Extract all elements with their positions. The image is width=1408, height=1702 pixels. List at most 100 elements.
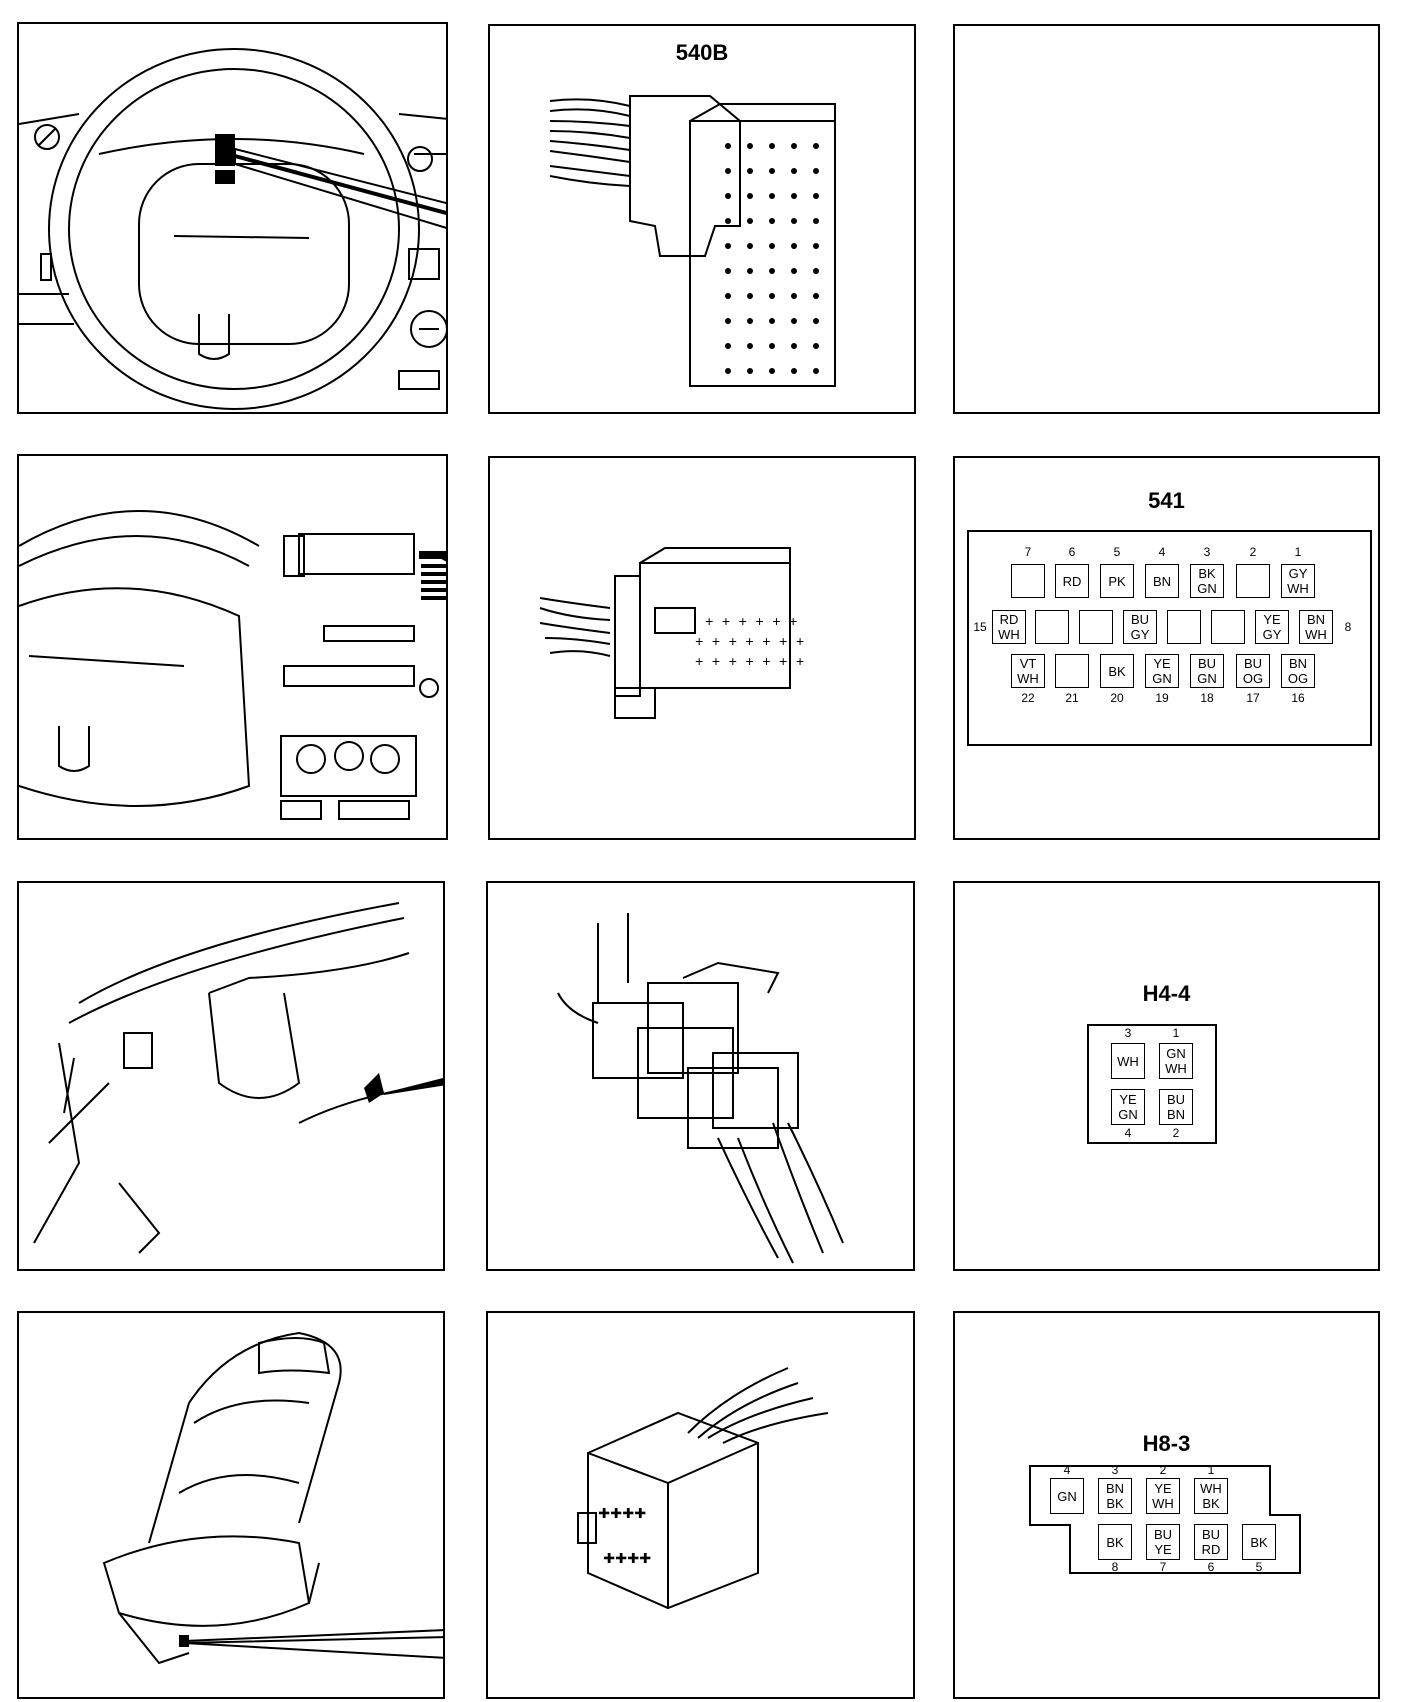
- connector-view-4pin: [486, 881, 915, 1271]
- wire-color: GN: [1166, 1046, 1186, 1061]
- wire-color: BN: [1306, 612, 1326, 627]
- svg-text:+ + + + + + +: + + + + + + +: [695, 635, 804, 651]
- wire-color: BK: [1250, 1534, 1268, 1550]
- wire-color: GN: [1197, 671, 1217, 686]
- location-view-dashboard: [17, 454, 448, 840]
- wire-color: YE: [1119, 1092, 1137, 1107]
- pinout-label: H4-4: [1142, 981, 1191, 1006]
- location-view-cabin-floor: [17, 881, 445, 1271]
- wire-color: YE: [1153, 656, 1171, 671]
- wire-color: OG: [1287, 671, 1309, 686]
- wire-color: YE: [1154, 1542, 1172, 1557]
- pin-13: [1079, 610, 1113, 644]
- pin-2: [1236, 564, 1270, 598]
- pin-number: 17: [1246, 691, 1260, 705]
- connector-label: 540B: [675, 40, 729, 65]
- pin-3: WH: [1111, 1043, 1145, 1079]
- connector-view-22pin: + + + + + + + + + + + + + + + + + + + +: [488, 456, 916, 840]
- svg-text:+ + + + + + +: + + + + + + +: [695, 655, 804, 671]
- wire-color: RD: [1062, 573, 1082, 589]
- wire-color: BK: [1106, 1496, 1124, 1511]
- wire-color: WH: [1117, 1053, 1139, 1069]
- pin-number: 5: [1255, 1560, 1263, 1574]
- wire-color: GY: [1288, 566, 1308, 581]
- pin-number: 1: [1207, 1463, 1215, 1477]
- wire-color: YE: [1154, 1481, 1172, 1496]
- pin-number: 1: [1294, 545, 1302, 559]
- wire-color: WH: [1305, 627, 1327, 642]
- pinout-view-empty: [953, 24, 1380, 414]
- pinout-label: 541: [1148, 488, 1185, 513]
- svg-text:✚✚✚✚: ✚✚✚✚: [603, 1547, 651, 1570]
- wire-color: GN: [1057, 1488, 1077, 1504]
- wire-color: VT: [1019, 656, 1037, 671]
- wire-color: BU: [1166, 1092, 1186, 1107]
- wire-color: BU: [1197, 656, 1217, 671]
- wire-color: OG: [1242, 671, 1264, 686]
- dashboard-illustration: [19, 510, 446, 820]
- pin-number: 8: [1344, 620, 1352, 634]
- wire-color: PK: [1108, 573, 1126, 589]
- wire-color: BN: [1105, 1481, 1125, 1496]
- steering-wheel-illustration: [19, 48, 446, 410]
- pin-number: 3: [1124, 1026, 1132, 1040]
- pin-number: 15: [973, 620, 987, 634]
- pin-4: GN: [1050, 1478, 1084, 1514]
- pin-6: RD: [1055, 564, 1089, 598]
- pin-number: 4: [1124, 1126, 1132, 1140]
- wire-color: GY: [1262, 627, 1282, 642]
- pin-number: 2: [1159, 1463, 1167, 1477]
- connector-view-8pin: ✚✚✚✚ ✚✚✚✚: [486, 1311, 915, 1699]
- pin-number: 2: [1249, 545, 1257, 559]
- pin-number: 4: [1063, 1463, 1071, 1477]
- cabin-floor-illustration: [33, 902, 443, 1254]
- wire-color: YE: [1263, 612, 1281, 627]
- pin-number: 5: [1113, 545, 1121, 559]
- wire-color: BU: [1201, 1527, 1221, 1542]
- pin-10: [1211, 610, 1245, 644]
- location-view-seat: [17, 1311, 445, 1699]
- wire-color: GN: [1197, 581, 1217, 596]
- pin-number: 3: [1111, 1463, 1119, 1477]
- wire-color: BU: [1153, 1527, 1173, 1542]
- wire-color: WH: [1165, 1061, 1187, 1076]
- pin-number: 6: [1207, 1560, 1215, 1574]
- wire-color: WH: [1152, 1496, 1174, 1511]
- pin-number: 22: [1021, 691, 1035, 705]
- 22-pin-connector-illustration: + + + + + + + + + + + + + + + + + + + +: [539, 547, 804, 719]
- pin-number: 21: [1065, 691, 1079, 705]
- 4-pin-connector-illustration: [557, 913, 844, 1264]
- pin-4: BN: [1145, 564, 1179, 598]
- pin-8: BK: [1098, 1524, 1132, 1560]
- pin-21: [1055, 654, 1089, 688]
- wire-color: GN: [1152, 671, 1172, 686]
- pin-number: 4: [1158, 545, 1166, 559]
- wire-color: GY: [1130, 627, 1150, 642]
- pinout-outline: [967, 530, 1372, 746]
- pin-7: [1011, 564, 1045, 598]
- pin-number: 8: [1111, 1560, 1119, 1574]
- wire-color: BN: [1288, 656, 1308, 671]
- wire-color: BU: [1130, 612, 1150, 627]
- wire-color: BK: [1202, 1496, 1220, 1511]
- pinout-label: H8-3: [1142, 1431, 1191, 1456]
- location-view-steering: [17, 22, 448, 414]
- pinout-outline-h8-3: [1029, 1465, 1301, 1574]
- pin-11: [1167, 610, 1201, 644]
